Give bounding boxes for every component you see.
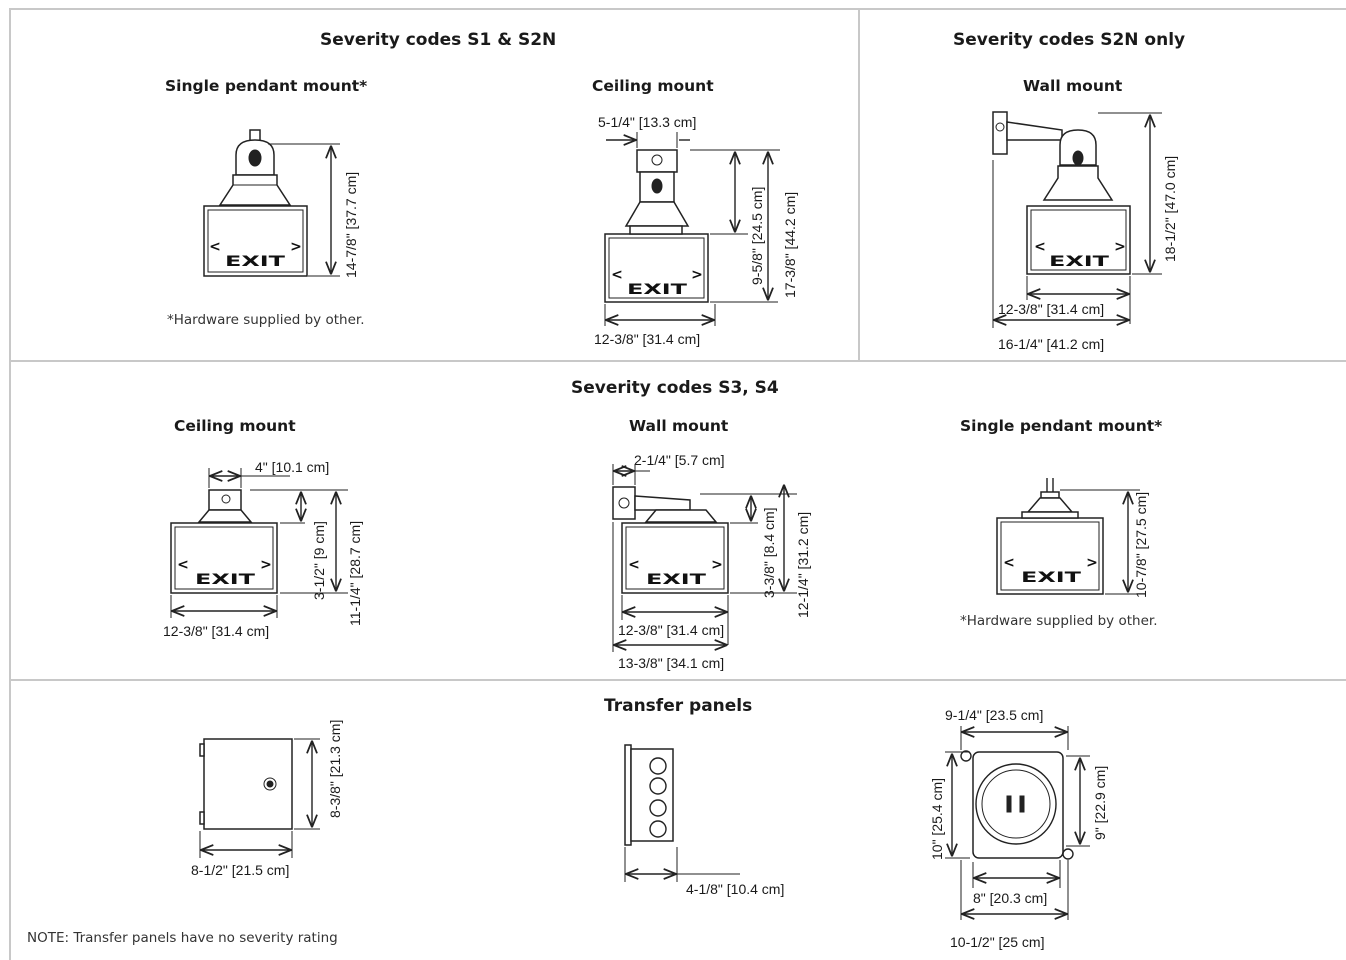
subtitle-s1-pendant: Single pendant mount* [165, 77, 368, 95]
transfer-round-top-width-label: 9-1/4" [23.5 cm] [945, 707, 1043, 723]
transfer-round-height-left-label: 10" [25.4 cm] [929, 778, 945, 860]
s3-ceiling-top-label: 4" [10.1 cm] [255, 459, 329, 475]
s1-pendant-drawing: EXIT < > [203, 129, 308, 277]
svg-text:>: > [711, 557, 723, 573]
svg-text:>: > [1086, 555, 1098, 571]
transfer-note: NOTE: Transfer panels have no severity r… [27, 930, 338, 946]
divider-left [9, 8, 11, 960]
s3-wall-dimensions: 2-1/4" [5.7 cm] 3-3/8" [8.4 cm] 12-1/4" … [612, 452, 811, 671]
s1-pendant-dimensions: 14-7/8" [37.7 cm] [268, 143, 359, 278]
divider-vertical [858, 8, 860, 360]
section-title-s2n-only: Severity codes S2N only [953, 30, 1186, 50]
s1-ceiling-width-label: 12-3/8" [31.4 cm] [594, 331, 700, 347]
s3-wall-height-short-label: 3-3/8" [8.4 cm] [761, 507, 777, 598]
transfer-box-dimensions: 8-3/8" [21.3 cm] 8-1/2" [21.5 cm] [191, 720, 343, 878]
s3-pendant-drawing: EXIT < > [996, 478, 1104, 595]
s3-ceiling-width-label: 12-3/8" [31.4 cm] [163, 623, 269, 639]
transfer-round-dimensions: 9-1/4" [23.5 cm] 10" [25.4 cm] 9" [22.9 … [929, 707, 1108, 950]
exit-text-s1-pendant: EXIT [225, 254, 286, 270]
s3-ceiling-drawing: EXIT < > [170, 489, 278, 594]
exit-text-s3-ceiling: EXIT [195, 572, 256, 588]
svg-text:<: < [209, 239, 221, 255]
subtitle-s1-ceiling: Ceiling mount [592, 77, 714, 95]
s3-ceiling-height-total-label: 11-1/4" [28.7 cm] [347, 521, 363, 626]
svg-text:>: > [290, 239, 302, 255]
svg-text:<: < [611, 267, 623, 283]
s1-ceiling-dimensions: 5-1/4" [13.3 cm] 9-5/8" [24.5 cm] 17-3/8… [594, 114, 798, 347]
hardware-note-s1: *Hardware supplied by other. [167, 312, 365, 328]
section-title-s1-s2n: Severity codes S1 & S2N [320, 30, 557, 50]
s3-wall-top-label: 2-1/4" [5.7 cm] [634, 452, 725, 468]
transfer-round-drawing [960, 750, 1074, 860]
divider-top [9, 8, 1346, 10]
transfer-side-dimensions: 4-1/8" [10.4 cm] [624, 847, 784, 897]
section-title-transfer: Transfer panels [604, 696, 753, 716]
exit-text-s1-ceiling: EXIT [627, 282, 688, 298]
s2n-wall-width-label: 12-3/8" [31.4 cm] [998, 301, 1104, 317]
svg-text:>: > [260, 557, 272, 573]
divider-row-2 [9, 679, 1346, 681]
transfer-box-drawing [199, 738, 293, 830]
transfer-side-drawing [624, 744, 674, 846]
s2n-wall-height-label: 18-1/2" [47.0 cm] [1162, 156, 1178, 262]
s3-wall-width-label: 12-3/8" [31.4 cm] [618, 622, 724, 638]
s2n-wall-dimensions: 18-1/2" [47.0 cm] 12-3/8" [31.4 cm] 16-1… [992, 112, 1178, 352]
s3-pendant-dimensions: 10-7/8" [27.5 cm] [1060, 489, 1149, 598]
s1-ceiling-top-width-label: 5-1/4" [13.3 cm] [598, 114, 696, 130]
exit-text-s3-wall: EXIT [646, 572, 707, 588]
transfer-round-inner-width-label: 8" [20.3 cm] [973, 890, 1047, 906]
s3-wall-height-total-label: 12-1/4" [31.2 cm] [795, 512, 811, 618]
subtitle-s3-wall: Wall mount [629, 417, 729, 435]
svg-text:>: > [1114, 239, 1126, 255]
s3-wall-depth-label: 13-3/8" [34.1 cm] [618, 655, 724, 671]
divider-row-1 [9, 360, 1346, 362]
svg-text:>: > [691, 267, 703, 283]
transfer-box-height-label: 8-3/8" [21.3 cm] [327, 720, 343, 818]
svg-text:<: < [628, 557, 640, 573]
s1-ceiling-height-short-label: 9-5/8" [24.5 cm] [749, 187, 765, 285]
exit-text-s3-pendant: EXIT [1021, 570, 1082, 586]
svg-text:<: < [177, 557, 189, 573]
transfer-round-outer-width-label: 10-1/2" [25 cm] [950, 934, 1044, 950]
s2n-wall-drawing: EXIT < > [992, 111, 1131, 275]
s1-pendant-height-label: 14-7/8" [37.7 cm] [343, 172, 359, 278]
s3-ceiling-dimensions: 4" [10.1 cm] 3-1/2" [9 cm] 11-1/4" [28.7… [163, 459, 363, 639]
transfer-round-height-right-label: 9" [22.9 cm] [1092, 766, 1108, 840]
transfer-side-depth-label: 4-1/8" [10.4 cm] [686, 881, 784, 897]
subtitle-s3-ceiling: Ceiling mount [174, 417, 296, 435]
s3-wall-drawing: EXIT < > [612, 486, 729, 594]
exit-text-s2n-wall: EXIT [1049, 254, 1110, 270]
s1-ceiling-height-total-label: 17-3/8" [44.2 cm] [782, 192, 798, 298]
section-title-s3-s4: Severity codes S3, S4 [571, 378, 779, 398]
subtitle-s3-pendant: Single pendant mount* [960, 417, 1163, 435]
s3-ceiling-height-short-label: 3-1/2" [9 cm] [311, 521, 327, 600]
svg-text:<: < [1034, 239, 1046, 255]
s2n-wall-depth-label: 16-1/4" [41.2 cm] [998, 336, 1104, 352]
hardware-note-s3: *Hardware supplied by other. [960, 613, 1158, 629]
subtitle-s2n-wall: Wall mount [1023, 77, 1123, 95]
transfer-box-width-label: 8-1/2" [21.5 cm] [191, 862, 289, 878]
s1-ceiling-drawing: EXIT < > [604, 149, 709, 303]
svg-text:<: < [1003, 555, 1015, 571]
s3-pendant-height-label: 10-7/8" [27.5 cm] [1133, 492, 1149, 598]
